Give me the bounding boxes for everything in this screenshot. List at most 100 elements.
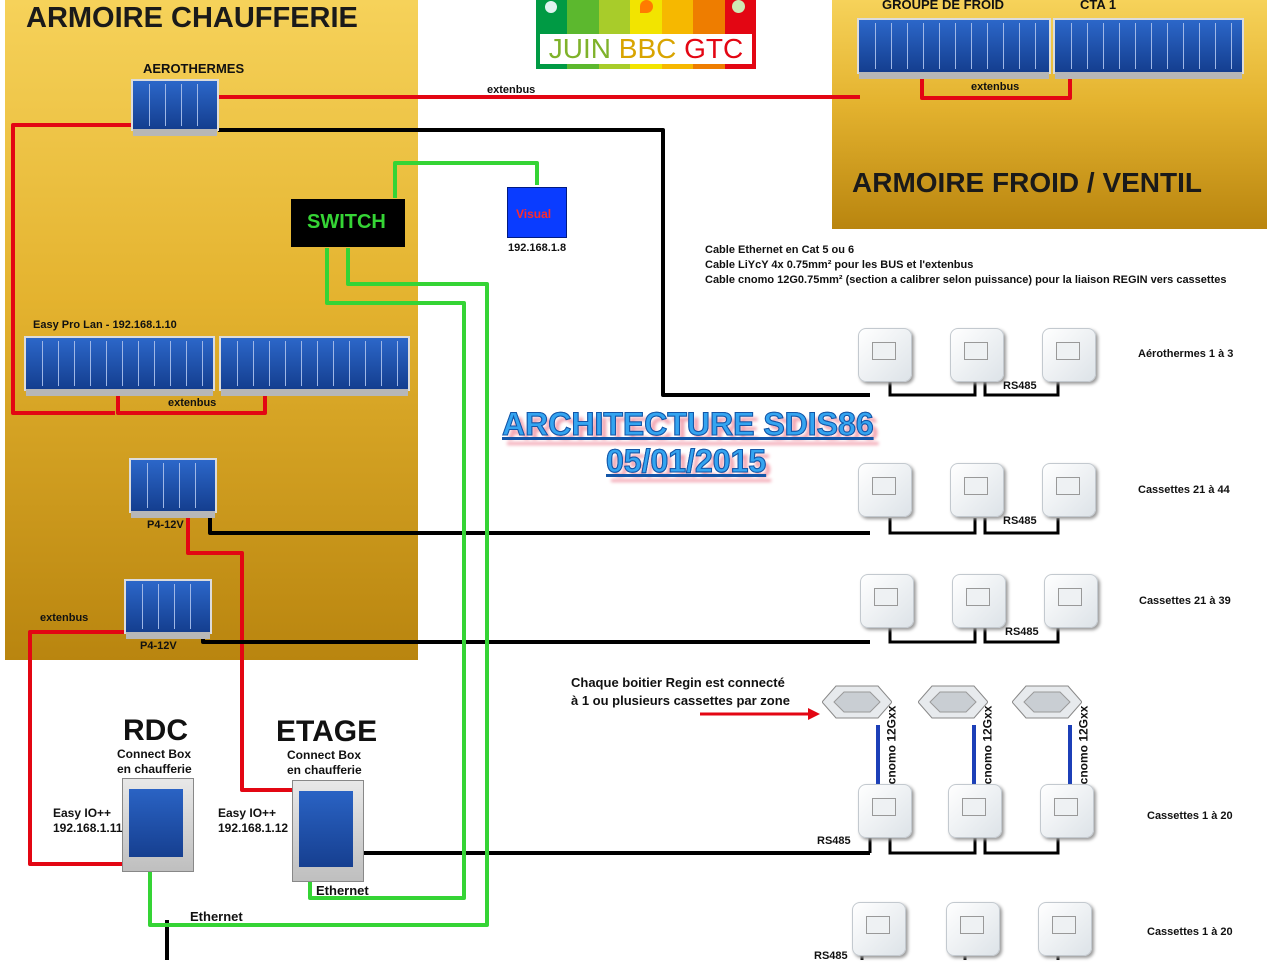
- module-terminal: [122, 341, 123, 386]
- module-terminal: [397, 341, 398, 386]
- cable-legend-line2: Cable LiYcY 4x 0.75mm² pour les BUS et l…: [705, 259, 974, 271]
- cable-legend-line3: Cable cnomo 12G0.75mm² (section a calibr…: [705, 274, 1227, 286]
- module-terminal: [971, 23, 972, 69]
- extenbus-cta: [920, 70, 1072, 100]
- module-terminal: [163, 463, 164, 508]
- logo-text-gtc: GTC: [684, 33, 744, 64]
- extenbus-label-p4: extenbus: [40, 612, 89, 624]
- rs485-label: RS485: [1003, 515, 1037, 527]
- extenbus-label-cta: extenbus: [971, 81, 1020, 93]
- module-terminal: [269, 341, 270, 386]
- module-terminal: [74, 341, 75, 386]
- module-terminal: [1167, 23, 1168, 69]
- thermostat: [858, 784, 912, 838]
- zone-label: Cassettes 21 à 44: [1138, 484, 1230, 496]
- p4-12v-label-1: P4-12V: [147, 519, 184, 531]
- wire-p4-1: [208, 515, 870, 535]
- visual-label: Visual: [516, 207, 552, 221]
- groupe-froid-module: [857, 18, 1051, 79]
- thermostat: [952, 574, 1006, 628]
- thermostat: [860, 574, 914, 628]
- module-terminal: [106, 341, 107, 386]
- wire-p4-2: [201, 625, 870, 644]
- visual-box: [507, 187, 567, 238]
- visual-ip: 192.168.1.8: [508, 242, 567, 254]
- module-terminal: [181, 84, 182, 126]
- ethernet-label-etage: Ethernet: [316, 883, 369, 898]
- module-terminal: [165, 84, 166, 126]
- cta1-module: [1053, 18, 1244, 79]
- cta1-label: CTA 1: [1080, 0, 1117, 12]
- module-terminal: [197, 84, 198, 126]
- etage-connect-box: Connect Box: [287, 748, 362, 762]
- etage-connect-box-device: [292, 780, 364, 882]
- logo-text-box: JUIN BBC GTC: [540, 34, 752, 64]
- rdc-connect-box: Connect Box: [117, 747, 192, 761]
- eth-switch-rdc: [148, 248, 489, 927]
- note-line2: à 1 ou plusieurs cassettes par zone: [571, 693, 790, 708]
- note-line1: Chaque boitier Regin est connecté: [571, 675, 785, 690]
- module-terminal: [1071, 23, 1072, 69]
- extenbus-aero-left: [11, 123, 135, 415]
- cnomo-label: cnomo 12Gxx: [1076, 705, 1091, 785]
- module-terminal: [349, 341, 350, 386]
- module-terminal: [333, 341, 334, 386]
- architecture-date: 05/01/2015: [605, 443, 767, 480]
- chaufferie-title: ARMOIRE CHAUFFERIE: [26, 2, 358, 34]
- module-terminal: [1199, 23, 1200, 69]
- zone-label: Cassettes 1 à 20: [1147, 926, 1233, 938]
- thermostat: [852, 902, 906, 956]
- module-terminal: [138, 341, 139, 386]
- rdc-easy-io: Easy IO++: [53, 806, 112, 820]
- etage-ip: 192.168.1.12: [218, 821, 289, 835]
- cable-legend-line1: Cable Ethernet en Cat 5 ou 6: [705, 244, 855, 256]
- module-terminal: [1135, 23, 1136, 69]
- cassette-unit: [822, 685, 892, 719]
- bus-p4-etage: [186, 515, 296, 792]
- module-terminal: [1035, 23, 1036, 69]
- thermostat: [1038, 902, 1092, 956]
- module-terminal: [186, 341, 187, 386]
- module-terminal: [149, 84, 150, 126]
- module-terminal: [190, 584, 191, 629]
- module-terminal: [158, 584, 159, 629]
- module-terminal: [1087, 23, 1088, 69]
- switch-box: [291, 199, 405, 247]
- module-terminal: [907, 23, 908, 69]
- architecture-title: ARCHITECTURE SDIS86: [502, 406, 875, 443]
- eth-switch-visual: [393, 161, 539, 198]
- p4-12v-module-1: [129, 458, 217, 518]
- thermostat: [858, 328, 912, 382]
- module-terminal: [939, 23, 940, 69]
- module-terminal: [42, 341, 43, 386]
- thermostat: [950, 463, 1004, 517]
- extenbus-label-top: extenbus: [487, 84, 536, 96]
- thermostat: [948, 784, 1002, 838]
- p4-12v-label-2: P4-12V: [140, 640, 177, 652]
- module-terminal: [1215, 23, 1216, 69]
- rs485-label: RS485: [1003, 380, 1037, 392]
- thermostat: [946, 902, 1000, 956]
- recycle-icon: [732, 0, 745, 13]
- p4-12v-module-2: [124, 579, 212, 639]
- module-terminal: [1103, 23, 1104, 69]
- module-terminal: [987, 23, 988, 69]
- wire-aero: [218, 128, 870, 397]
- flame-icon: [640, 0, 653, 13]
- module-terminal: [154, 341, 155, 386]
- rdc-title: RDC: [123, 714, 188, 747]
- cnomo-label: cnomo 12Gxx: [884, 705, 899, 785]
- module-terminal: [1119, 23, 1120, 69]
- module-terminal: [317, 341, 318, 386]
- thermostat: [1044, 574, 1098, 628]
- etage-title: ETAGE: [276, 715, 378, 748]
- juin-bbc-gtc-logo: JUIN BBC GTC: [536, 0, 756, 69]
- module-terminal: [1019, 23, 1020, 69]
- module-terminal: [875, 23, 876, 69]
- module-terminal: [1231, 23, 1232, 69]
- rdc-connect-box-device: [122, 778, 194, 872]
- module-terminal: [142, 584, 143, 629]
- zone-label: Cassettes 1 à 20: [1147, 810, 1233, 822]
- groupe-froid-label: GROUPE DE FROID: [882, 0, 1005, 12]
